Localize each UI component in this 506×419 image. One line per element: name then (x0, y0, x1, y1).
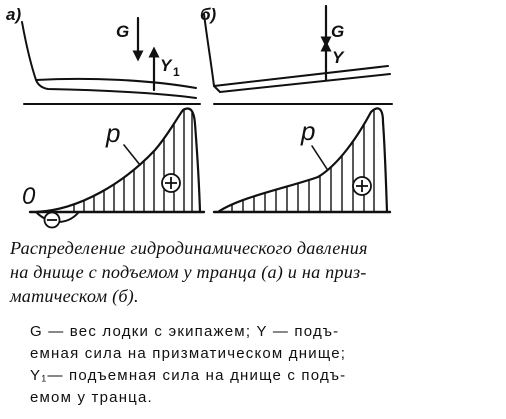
panel-b-weight-label: G (331, 22, 344, 41)
pressure-distribution-diagram: а) G Y 1 p (6, 4, 393, 229)
panel-a-lift-arrow: Y 1 (148, 46, 180, 92)
panel-a: а) G Y 1 p (6, 5, 206, 229)
panel-a-weight-label: G (116, 22, 129, 41)
panel-b-plus-sign (352, 176, 372, 196)
legend-line: Y₁— подъемная сила на днище с подъ- (30, 367, 347, 384)
panel-b-lift-arrow: Y (320, 40, 345, 82)
panel-b-pressure-leader (311, 145, 328, 170)
panel-b-lift-label: Y (332, 48, 345, 67)
panel-a-label: а) (6, 5, 21, 24)
panel-a-minus-sign (43, 211, 61, 229)
panel-a-lift-label: Y (160, 56, 173, 75)
panel-b-weight-arrow: G (320, 4, 344, 48)
panel-b-hull (203, 13, 391, 93)
panel-b: б) G Y p (200, 4, 393, 214)
panel-a-hull (21, 21, 197, 99)
legend-line: емная сила на призматическом днище; (30, 345, 347, 362)
panel-b-pressure-label: p (300, 116, 315, 146)
panel-a-zero-label: 0 (22, 183, 36, 210)
legend-line: емом у транца. (30, 389, 153, 406)
panel-a-plus-sign (161, 173, 181, 193)
caption-line: матическом (б). (10, 286, 139, 306)
panel-a-lift-subscript: 1 (173, 65, 180, 79)
caption-line: на днище с подъемом у транца (а) и на пр… (10, 262, 367, 282)
legend-line: G — вес лодки с экипажем; Y — подъ- (30, 323, 340, 340)
figure-caption: Распределение гидродинамического давлени… (10, 236, 502, 308)
caption-line: Распределение гидродинамического давлени… (10, 238, 368, 258)
panel-a-weight-arrow: G (116, 16, 144, 62)
symbol-legend: G — вес лодки с экипажем; Y — подъ- емна… (30, 321, 500, 409)
panel-b-label: б) (200, 5, 217, 24)
panel-a-pressure-label: p (105, 118, 120, 148)
panel-a-pressure-leader (123, 144, 141, 166)
